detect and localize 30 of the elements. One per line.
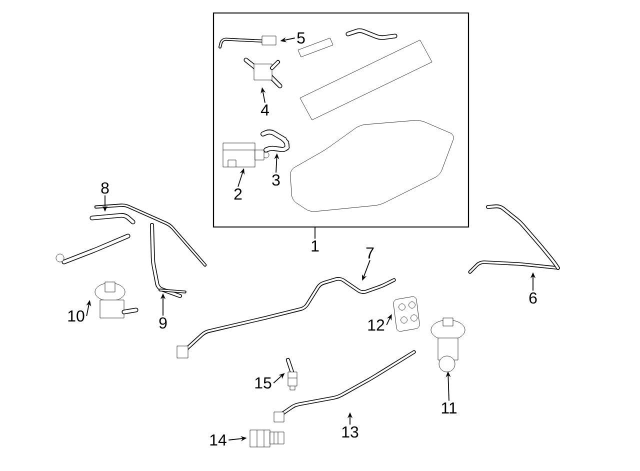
tube-drawing <box>218 36 276 48</box>
callout-number: 6 <box>529 292 537 304</box>
valve-drawing <box>430 318 466 372</box>
valve-drawing <box>244 58 282 88</box>
callout-number: 3 <box>272 174 280 186</box>
frame-box <box>212 12 470 228</box>
callout-number: 13 <box>342 426 358 438</box>
tube-drawing <box>274 350 416 422</box>
hose-drawing <box>468 204 560 274</box>
hose-drawing <box>150 223 186 298</box>
callout-number: 14 <box>210 434 226 446</box>
sensor-drawing <box>222 142 270 168</box>
sensor-drawing <box>286 358 298 390</box>
callout-number: 9 <box>159 317 167 329</box>
sensor-drawing <box>250 430 284 448</box>
hose-drawing <box>260 130 290 152</box>
callout-number: 2 <box>234 188 242 200</box>
callout-number: 15 <box>255 377 272 389</box>
tubes-drawing <box>56 204 207 267</box>
tube-drawing <box>176 277 396 358</box>
callout-number: 7 <box>366 248 374 258</box>
leader-line <box>314 227 316 240</box>
callout-number: 11 <box>442 402 457 414</box>
callout-number: 8 <box>101 182 109 194</box>
callout-number: 4 <box>260 104 269 116</box>
gasket-drawing <box>393 296 420 332</box>
callout-number: 1 <box>312 240 319 252</box>
callout-number: 10 <box>68 310 84 322</box>
valve-drawing <box>94 282 138 318</box>
callout-number: 5 <box>297 32 305 44</box>
